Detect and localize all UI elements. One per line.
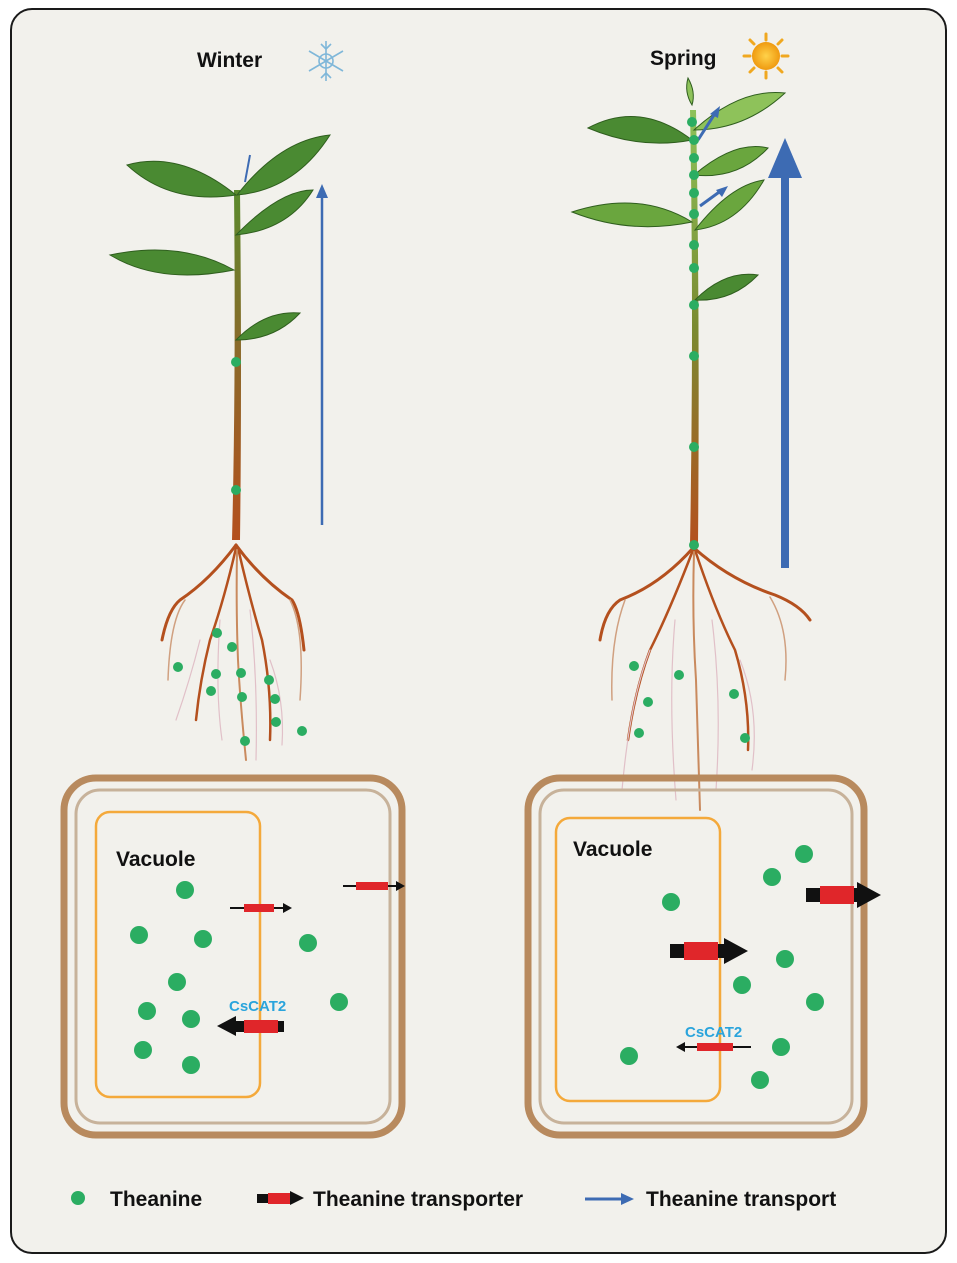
spring-plant xyxy=(570,76,812,811)
theanine-dot xyxy=(689,263,699,273)
spring-vacuole-label: Vacuole xyxy=(573,838,652,861)
theanine-dot xyxy=(240,736,250,746)
legend-transport: Theanine transport xyxy=(585,1188,836,1211)
theanine-dot xyxy=(772,1038,790,1056)
spring-membrane-transporter xyxy=(806,882,881,908)
theanine-dot xyxy=(227,642,237,652)
legend: Theanine Theanine transporter Theanine t… xyxy=(71,1188,836,1211)
winter-theanine-cell xyxy=(130,881,348,1074)
theanine-dot xyxy=(689,540,699,550)
theanine-dot xyxy=(751,1071,769,1089)
theanine-dot xyxy=(231,485,241,495)
winter-roots xyxy=(160,543,306,761)
theanine-dot xyxy=(740,733,750,743)
winter-theanine-plant xyxy=(173,357,307,746)
legend-transport-label: Theanine transport xyxy=(646,1188,836,1211)
spring-cscat2-transporter: CsCAT2 xyxy=(676,1024,751,1052)
spring-theanine-cell xyxy=(620,845,824,1089)
spring-panel: Spring xyxy=(524,32,881,1139)
theanine-dot xyxy=(231,357,241,367)
theanine-dot xyxy=(236,668,246,678)
winter-vacuole-label: Vacuole xyxy=(116,848,195,871)
legend-transporter: Theanine transporter xyxy=(257,1188,523,1211)
theanine-dot xyxy=(194,930,212,948)
sun-icon xyxy=(742,32,790,80)
spring-vacuole xyxy=(554,816,722,1103)
spring-vacuole-transporter xyxy=(670,938,748,964)
theanine-dot xyxy=(176,881,194,899)
theanine-dot xyxy=(806,993,824,1011)
theanine-dot xyxy=(299,934,317,952)
theanine-dot xyxy=(168,973,186,991)
spring-theanine-plant xyxy=(629,117,750,743)
theanine-dot xyxy=(733,976,751,994)
winter-vacuole-transporter xyxy=(230,903,292,913)
winter-cscat2-transporter: CsCAT2 xyxy=(217,998,286,1036)
theanine-dot xyxy=(674,670,684,680)
theanine-dot xyxy=(687,117,697,127)
spring-title: Spring xyxy=(650,47,717,70)
theanine-dot xyxy=(689,135,699,145)
theanine-dot xyxy=(689,240,699,250)
winter-vacuole xyxy=(94,810,262,1099)
winter-panel: Winter xyxy=(60,41,406,1139)
winter-cell: Vacuole xyxy=(60,774,406,1139)
winter-title: Winter xyxy=(197,49,262,72)
theanine-dot xyxy=(264,675,274,685)
theanine-dot xyxy=(689,153,699,163)
theanine-dot xyxy=(634,728,644,738)
theanine-dot xyxy=(130,926,148,944)
theanine-dot xyxy=(689,442,699,452)
spring-roots xyxy=(598,546,812,811)
theanine-dot-icon xyxy=(71,1191,85,1205)
spring-transport-arrow xyxy=(696,106,802,568)
winter-membrane-transporter xyxy=(343,881,405,891)
theanine-dot xyxy=(134,1041,152,1059)
theanine-dot xyxy=(182,1010,200,1028)
theanine-dot xyxy=(620,1047,638,1065)
legend-theanine: Theanine xyxy=(71,1188,202,1211)
theanine-dot xyxy=(795,845,813,863)
theanine-dot xyxy=(206,686,216,696)
theanine-dot xyxy=(689,209,699,219)
theanine-dot xyxy=(763,868,781,886)
winter-cscat2-label: CsCAT2 xyxy=(229,998,286,1015)
theanine-dot xyxy=(689,170,699,180)
winter-leaves xyxy=(108,134,331,341)
theanine-dot xyxy=(689,300,699,310)
theanine-dot xyxy=(271,717,281,727)
legend-transporter-label: Theanine transporter xyxy=(313,1188,523,1211)
spring-cell: Vacuole xyxy=(524,774,881,1139)
snowflake-icon xyxy=(308,41,344,81)
theanine-dot xyxy=(776,950,794,968)
theanine-dot xyxy=(270,694,280,704)
theanine-dot xyxy=(182,1056,200,1074)
theanine-dot xyxy=(211,669,221,679)
figure-frame xyxy=(10,8,947,1254)
spring-cscat2-label: CsCAT2 xyxy=(685,1024,742,1041)
theanine-dot xyxy=(330,993,348,1011)
theanine-dot xyxy=(629,661,639,671)
winter-plant xyxy=(108,134,331,761)
theanine-dot xyxy=(237,692,247,702)
winter-transport-arrow xyxy=(244,154,328,525)
spring-leaves xyxy=(570,76,787,301)
theanine-dot xyxy=(689,351,699,361)
theanine-dot xyxy=(643,697,653,707)
theanine-dot xyxy=(138,1002,156,1020)
theanine-dot xyxy=(689,188,699,198)
theanine-dot xyxy=(297,726,307,736)
theanine-dot xyxy=(662,893,680,911)
theanine-dot xyxy=(212,628,222,638)
theanine-dot xyxy=(729,689,739,699)
legend-theanine-label: Theanine xyxy=(110,1188,202,1211)
theanine-dot xyxy=(173,662,183,672)
